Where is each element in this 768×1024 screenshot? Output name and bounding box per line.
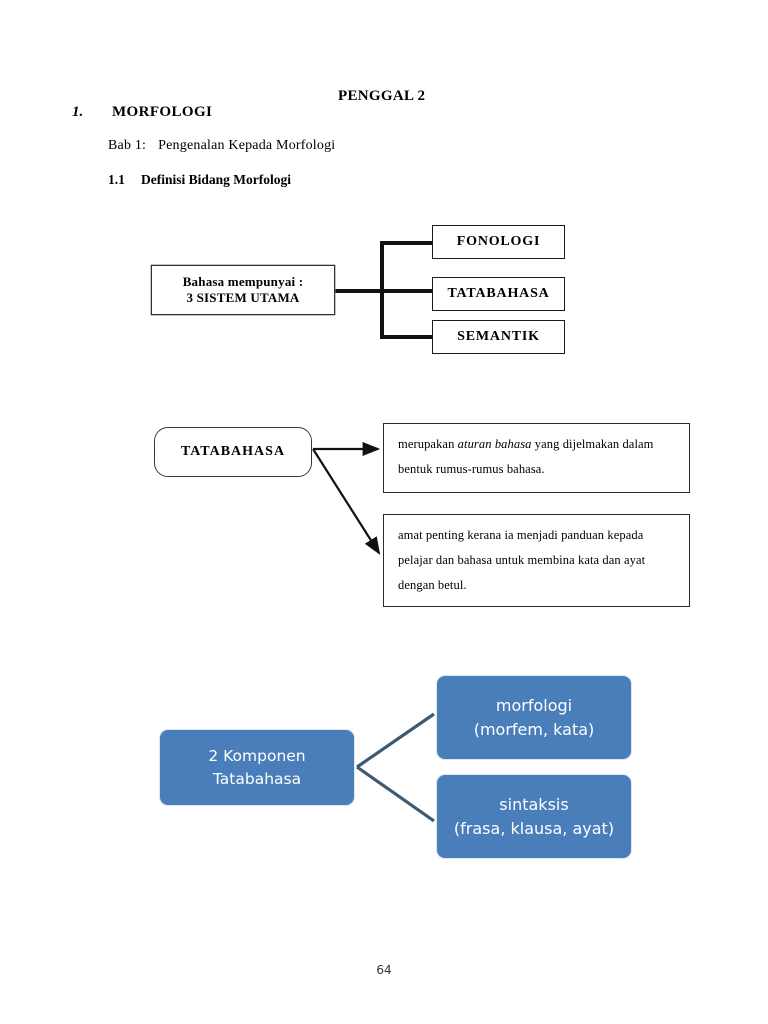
bracket-stem	[335, 288, 383, 293]
node-tatabahasa: TATABAHASA	[432, 277, 565, 311]
section-number: 1.	[72, 104, 84, 120]
node-morfologi-line1: morfologi	[495, 696, 573, 716]
node-sintaksis: sintaksis (frasa, klausa, ayat)	[436, 774, 632, 859]
node-fonologi-label: FONOLOGI	[456, 234, 541, 250]
node-tatabahasa-source-label: TATABAHASA	[180, 444, 286, 459]
node-semantik: SEMANTIK	[432, 320, 565, 354]
node-tatabahasa-label: TATABAHASA	[447, 286, 550, 302]
definition-one-text-before: merupakan	[398, 437, 458, 451]
node-komponen-root: 2 Komponen Tatabahasa	[159, 729, 355, 806]
node-sintaksis-line1: sintaksis	[499, 795, 569, 815]
node-fonologi: FONOLOGI	[432, 225, 565, 259]
page-number: 64	[376, 963, 392, 977]
node-morfologi: morfologi (morfem, kata)	[436, 675, 632, 760]
definition-two-text: amat penting kerana ia menjadi panduan k…	[398, 528, 646, 592]
subsection-title: Definisi Bidang Morfologi	[141, 172, 292, 187]
section-title: MORFOLOGI	[112, 104, 213, 120]
node-tatabahasa-source: TATABAHASA	[154, 427, 312, 477]
definition-one-text-after: yang dijelmakan dalam bentuk rumus-rumus…	[398, 437, 654, 476]
bracket-branch-bottom	[380, 335, 433, 339]
node-komponen-line1: 2 Komponen	[208, 747, 306, 766]
definition-one-text-italic: aturan bahasa	[457, 437, 532, 451]
chapter-title: Pengenalan Kepada Morfologi	[158, 138, 336, 153]
node-komponen-line2: Tatabahasa	[212, 769, 302, 788]
chapter-label: Bab 1:	[108, 138, 147, 153]
page-header-title: PENGGAL 2	[338, 88, 426, 104]
node-sintaksis-line2: (frasa, klausa, ayat)	[453, 818, 615, 838]
node-morfologi-line2: (morfem, kata)	[473, 719, 595, 739]
node-root-line2: 3 SISTEM UTAMA	[186, 290, 300, 305]
definition-box-one: merupakan aturan bahasa yang dijelmakan …	[383, 423, 690, 493]
node-semantik-label: SEMANTIK	[457, 329, 540, 345]
definition-box-two: amat penting kerana ia menjadi panduan k…	[383, 514, 690, 607]
node-bahasa-root: Bahasa mempunyai : 3 SISTEM UTAMA	[151, 265, 335, 315]
subsection-number: 1.1	[108, 172, 125, 187]
chapter-line: Bab 1: Pengenalan Kepada Morfologi	[108, 138, 335, 154]
bracket-branch-top	[380, 241, 433, 245]
bracket-branch-middle	[380, 288, 433, 293]
node-root-line1: Bahasa mempunyai :	[182, 273, 304, 289]
